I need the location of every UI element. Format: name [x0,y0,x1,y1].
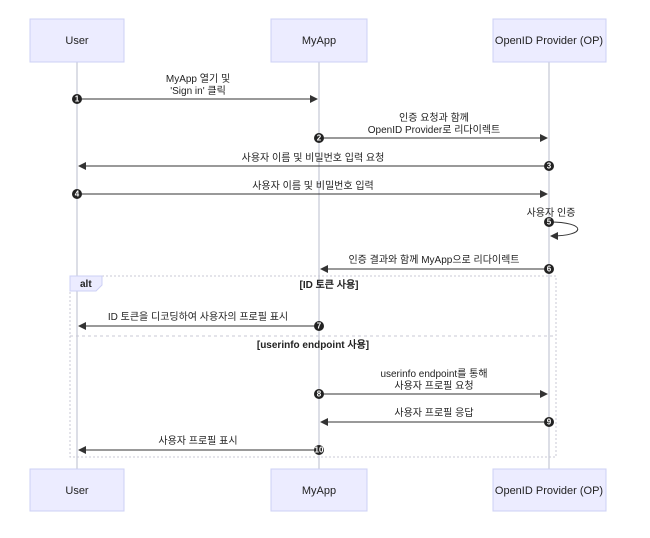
alt-condition-userinfo: [userinfo endpoint 사용] [257,338,369,351]
sequence-number: 1 [75,95,80,104]
sequence-number-badge [72,189,82,199]
message-8: userinfo endpoint를 통해 사용자 프로필 요청 8 [314,367,548,399]
message-label: 인증 요청과 함께 [399,112,469,124]
sequence-number-badge [314,389,324,399]
actor-label: OpenID Provider (OP) [495,485,603,497]
actor-label: User [65,485,89,497]
message-3: 사용자 이름 및 비밀번호 입력 요청 3 [78,151,554,171]
alt-label: alt [80,279,92,290]
actor-label: MyApp [302,485,336,497]
message-label: 사용자 프로필 응답 [394,407,473,419]
alt-condition-id-token: [ID 토큰 사용] [299,278,358,291]
message-label: 사용자 인증 [527,207,576,219]
message-label: MyApp 열기 및 [166,73,230,85]
message-6: 인증 결과와 함께 MyApp으로 리다이렉트 6 [320,254,554,274]
message-9: 사용자 프로필 응답 9 [320,407,554,427]
message-label: 'Sign in' 클릭 [170,85,226,97]
message-1: MyApp 열기 및 'Sign in' 클릭 1 [72,73,318,104]
message-7: ID 토큰을 디코딩하여 사용자의 프로필 표시 7 [78,310,324,331]
sequence-number-badge [544,161,554,171]
sequence-number: 7 [317,322,322,331]
sequence-number-badge [72,94,82,104]
sequence-number-badge [544,264,554,274]
actor-myapp-top: MyApp [270,18,368,63]
message-label: 사용자 프로필 표시 [158,435,237,447]
sequence-number-badge [314,133,324,143]
message-label: 사용자 이름 및 비밀번호 입력 [252,179,374,192]
actor-label: MyApp [302,35,336,47]
message-label: userinfo endpoint를 통해 [380,367,487,380]
message-4: 사용자 이름 및 비밀번호 입력 4 [72,179,548,199]
actor-label: OpenID Provider (OP) [495,35,603,47]
sequence-number: 3 [547,162,552,171]
message-label: 사용자 프로필 요청 [394,380,473,392]
sequence-number: 9 [547,418,552,427]
actor-myapp-bottom: MyApp [270,468,368,512]
alt-frame: alt [ID 토큰 사용] [userinfo endpoint 사용] [69,275,557,458]
sequence-number: 6 [547,265,552,274]
message-label: 사용자 이름 및 비밀번호 입력 요청 [242,151,385,164]
sequence-number: 4 [75,190,80,199]
actor-label: User [65,35,89,47]
message-label: 인증 결과와 함께 MyApp으로 리다이렉트 [348,254,519,266]
sequence-number-badge [314,321,324,331]
message-label: ID 토큰을 디코딩하여 사용자의 프로필 표시 [108,310,288,323]
actor-op-bottom: OpenID Provider (OP) [492,468,607,512]
message-label: OpenID Provider로 리다이렉트 [368,124,500,136]
sequence-number: 2 [317,134,322,143]
actor-user-bottom: User [29,468,125,512]
actor-user-top: User [29,18,125,63]
sequence-number-badge [544,417,554,427]
message-5: 사용자 인증 5 [527,207,579,240]
actor-op-top: OpenID Provider (OP) [492,18,607,63]
sequence-number: 10 [315,446,324,455]
message-10: 사용자 프로필 표시 10 [78,435,324,455]
sequence-number: 8 [317,390,322,399]
sequence-number-badge [544,217,554,227]
sequence-number-badge [314,445,324,455]
sequence-number: 5 [547,218,552,227]
message-2: 인증 요청과 함께 OpenID Provider로 리다이렉트 2 [314,112,548,143]
